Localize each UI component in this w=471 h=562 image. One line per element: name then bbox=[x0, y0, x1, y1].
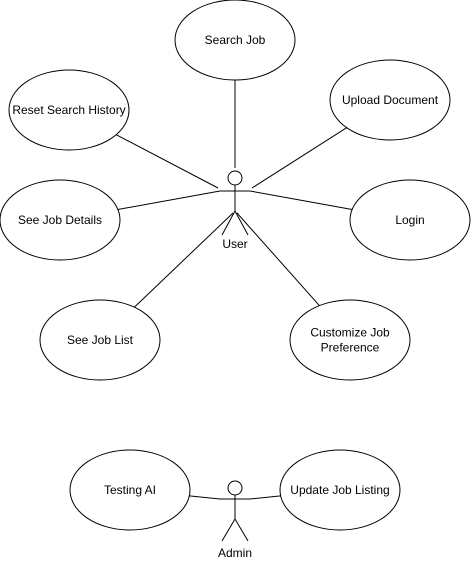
use-case-see-job-details[interactable]: See Job Details bbox=[0, 179, 121, 261]
use-case-label: See Job List bbox=[67, 333, 134, 347]
actor-left-leg bbox=[221, 210, 236, 236]
actor-right-leg bbox=[234, 210, 249, 236]
use-case-label: Search Job bbox=[205, 33, 266, 47]
association-lines bbox=[115, 80, 353, 500]
use-case-label: Testing AI bbox=[104, 483, 156, 497]
association-user-upload-document bbox=[251, 127, 347, 189]
use-case-update-job-listing[interactable]: Update Job Listing bbox=[279, 449, 401, 531]
actor-head bbox=[227, 170, 243, 186]
use-case-ellipse[interactable] bbox=[329, 59, 451, 141]
use-case-ellipse[interactable] bbox=[39, 299, 161, 381]
use-case-label: Upload Document bbox=[342, 93, 439, 107]
use-case-ellipse[interactable] bbox=[69, 449, 191, 531]
association-user-login bbox=[249, 190, 353, 210]
use-case-label: Preference bbox=[321, 341, 380, 355]
actor-admin[interactable]: Admin bbox=[218, 480, 252, 560]
use-case-ellipse[interactable] bbox=[289, 299, 411, 381]
use-case-ellipse[interactable] bbox=[174, 0, 296, 81]
actor-head bbox=[227, 480, 243, 496]
use-case-upload-document[interactable]: Upload Document bbox=[329, 59, 451, 141]
association-user-see-job-list bbox=[134, 212, 234, 308]
use-case-ellipse[interactable] bbox=[0, 179, 121, 261]
use-case-reset-search-history[interactable]: Reset Search History bbox=[8, 69, 130, 151]
actor-left-leg bbox=[221, 518, 236, 542]
actor-label: Admin bbox=[218, 546, 252, 560]
association-admin-testing-ai bbox=[189, 495, 221, 500]
use-case-label: Login bbox=[395, 213, 424, 227]
use-case-login[interactable]: Login bbox=[349, 179, 471, 261]
use-case-label: Customize Job bbox=[310, 326, 390, 340]
association-user-reset-search-history bbox=[115, 134, 219, 189]
use-case-label: See Job Details bbox=[18, 213, 102, 227]
use-case-label: Reset Search History bbox=[12, 103, 125, 117]
use-case-label: Update Job Listing bbox=[290, 483, 389, 497]
use-case-ellipse[interactable] bbox=[8, 69, 130, 151]
use-case-testing-ai[interactable]: Testing AI bbox=[69, 449, 191, 531]
use-case-ellipse[interactable] bbox=[279, 449, 401, 531]
association-user-customize-job-preference bbox=[236, 212, 320, 306]
actor-right-leg bbox=[234, 518, 249, 542]
actor-label: User bbox=[222, 237, 247, 251]
actor-user[interactable]: User bbox=[220, 170, 250, 251]
use-case-ellipse[interactable] bbox=[349, 179, 471, 261]
association-user-see-job-details bbox=[117, 190, 221, 210]
use-case-search-job[interactable]: Search Job bbox=[174, 0, 296, 81]
association-admin-update-job-listing bbox=[249, 495, 281, 500]
use-case-see-job-list[interactable]: See Job List bbox=[39, 299, 161, 381]
